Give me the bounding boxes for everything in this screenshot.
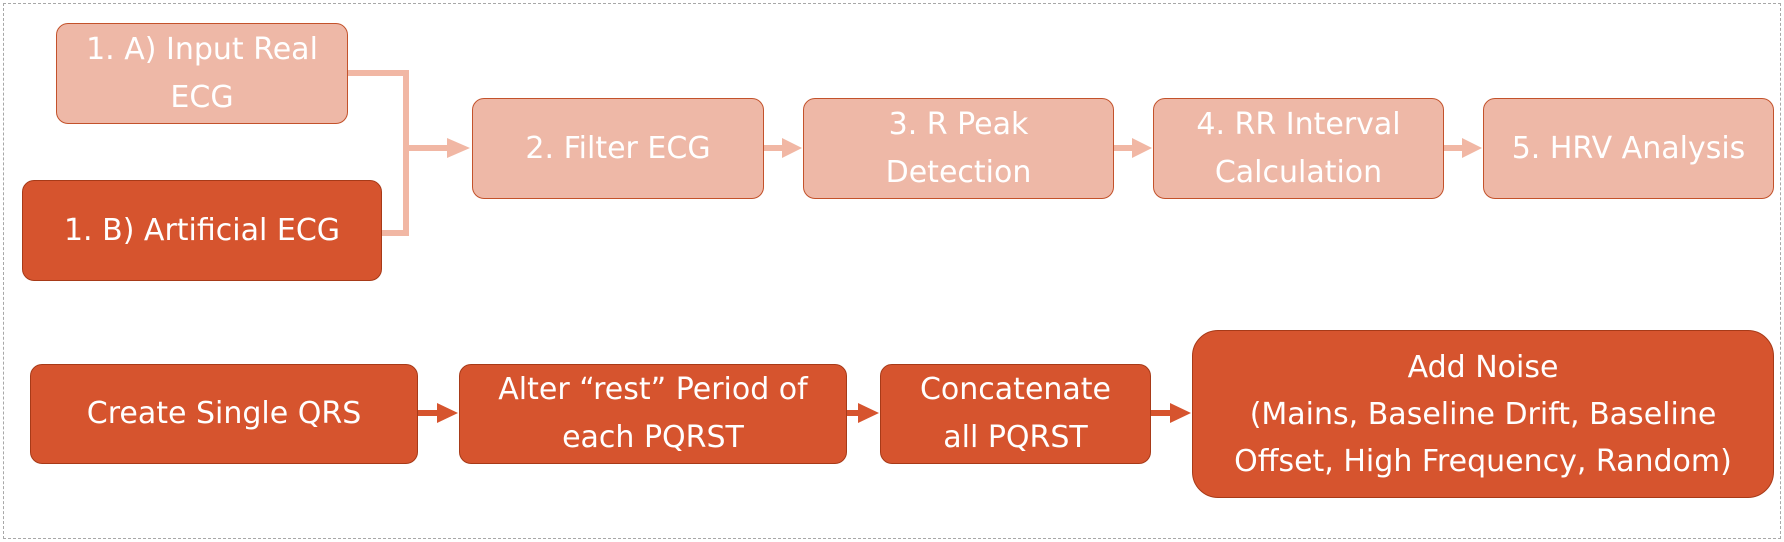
arrowhead-rpeak-to-rr	[1132, 138, 1152, 158]
merge-arrowhead	[447, 138, 470, 158]
alter-rest-label: Alter “rest” Period of each PQRST	[498, 372, 808, 455]
concatenate-box: Concatenate all PQRST	[880, 364, 1151, 464]
diagram-frame	[3, 3, 1781, 539]
add-noise-label: Add Noise (Mains, Baseline Drift, Baseli…	[1234, 349, 1732, 479]
artificial-ecg-box: 1. B) Artificial ECG	[22, 180, 382, 281]
r-peak-detection-box: 3. R Peak Detection	[803, 98, 1114, 199]
hrv-analysis-box: 5. HRV Analysis	[1483, 98, 1774, 199]
arrowhead-alter-to-concat	[858, 403, 879, 423]
filter-ecg-label: 2. Filter ECG	[525, 130, 711, 166]
merge-connector	[348, 70, 409, 236]
arrowhead-qrs-to-alter	[437, 403, 458, 423]
input-real-ecg-label: 1. A) Input Real ECG	[86, 31, 318, 115]
alter-rest-box: Alter “rest” Period of each PQRST	[459, 364, 847, 464]
rr-interval-label: 4. RR Interval Calculation	[1196, 106, 1401, 190]
rr-interval-box: 4. RR Interval Calculation	[1153, 98, 1444, 199]
filter-ecg-box: 2. Filter ECG	[472, 98, 764, 199]
create-qrs-label: Create Single QRS	[86, 396, 362, 431]
r-peak-detection-label: 3. R Peak Detection	[885, 106, 1032, 190]
arrowhead-rr-to-hrv	[1462, 138, 1482, 158]
add-noise-box: Add Noise (Mains, Baseline Drift, Baseli…	[1192, 330, 1774, 498]
concatenate-label: Concatenate all PQRST	[919, 372, 1112, 455]
create-qrs-box: Create Single QRS	[30, 364, 418, 464]
artificial-ecg-label: 1. B) Artificial ECG	[63, 212, 341, 248]
arrowhead-filter-to-rpeak	[782, 138, 802, 158]
arrowhead-concat-to-noise	[1170, 403, 1191, 423]
input-real-ecg-box: 1. A) Input Real ECG	[56, 23, 348, 124]
hrv-analysis-label: 5. HRV Analysis	[1511, 130, 1746, 166]
